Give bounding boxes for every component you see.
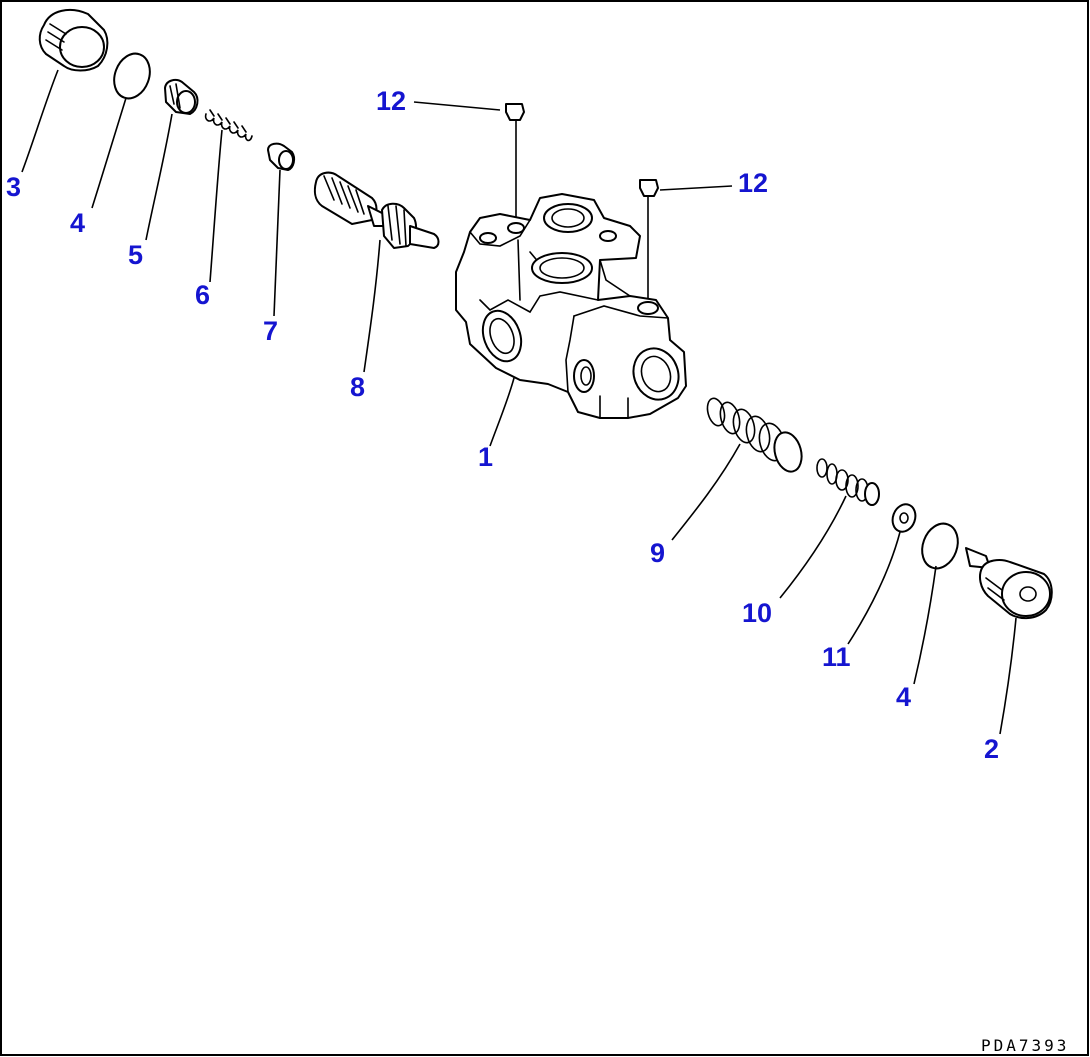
part-washer: [891, 503, 917, 533]
part-spring-small: [204, 109, 253, 142]
part-small-piston: [267, 142, 296, 171]
part-bleeder-screw-top: [505, 103, 525, 227]
callout-8: 8: [350, 372, 365, 402]
callout-11: 11: [822, 642, 851, 672]
callout-2: 2: [984, 734, 999, 764]
part-spring-medium: [816, 458, 880, 506]
part-valve-body: [455, 193, 687, 419]
callout-1: 1: [478, 442, 493, 472]
callout-6: 6: [195, 280, 210, 310]
drawing-code: PDA7393: [981, 1036, 1069, 1055]
callout-4-right: 4: [896, 682, 911, 712]
part-spool: [313, 171, 440, 249]
part-spring-large: [706, 397, 803, 473]
callout-4-left: 4: [70, 208, 85, 238]
part-plug-right: [965, 547, 1053, 620]
callout-5: 5: [128, 240, 143, 270]
callout-3: 3: [6, 172, 21, 202]
part-plug-left: [38, 9, 109, 72]
callout-12-right: 12: [738, 168, 768, 198]
part-sleeve: [164, 79, 199, 115]
callout-7: 7: [263, 316, 278, 346]
callout-9: 9: [650, 538, 665, 568]
part-oring-right: [921, 522, 959, 570]
callout-10: 10: [742, 598, 772, 628]
callout-12-top: 12: [376, 86, 406, 116]
part-bleeder-screw-right: [639, 179, 659, 303]
part-oring-left: [113, 52, 151, 100]
leader-lines: [21, 69, 1017, 735]
